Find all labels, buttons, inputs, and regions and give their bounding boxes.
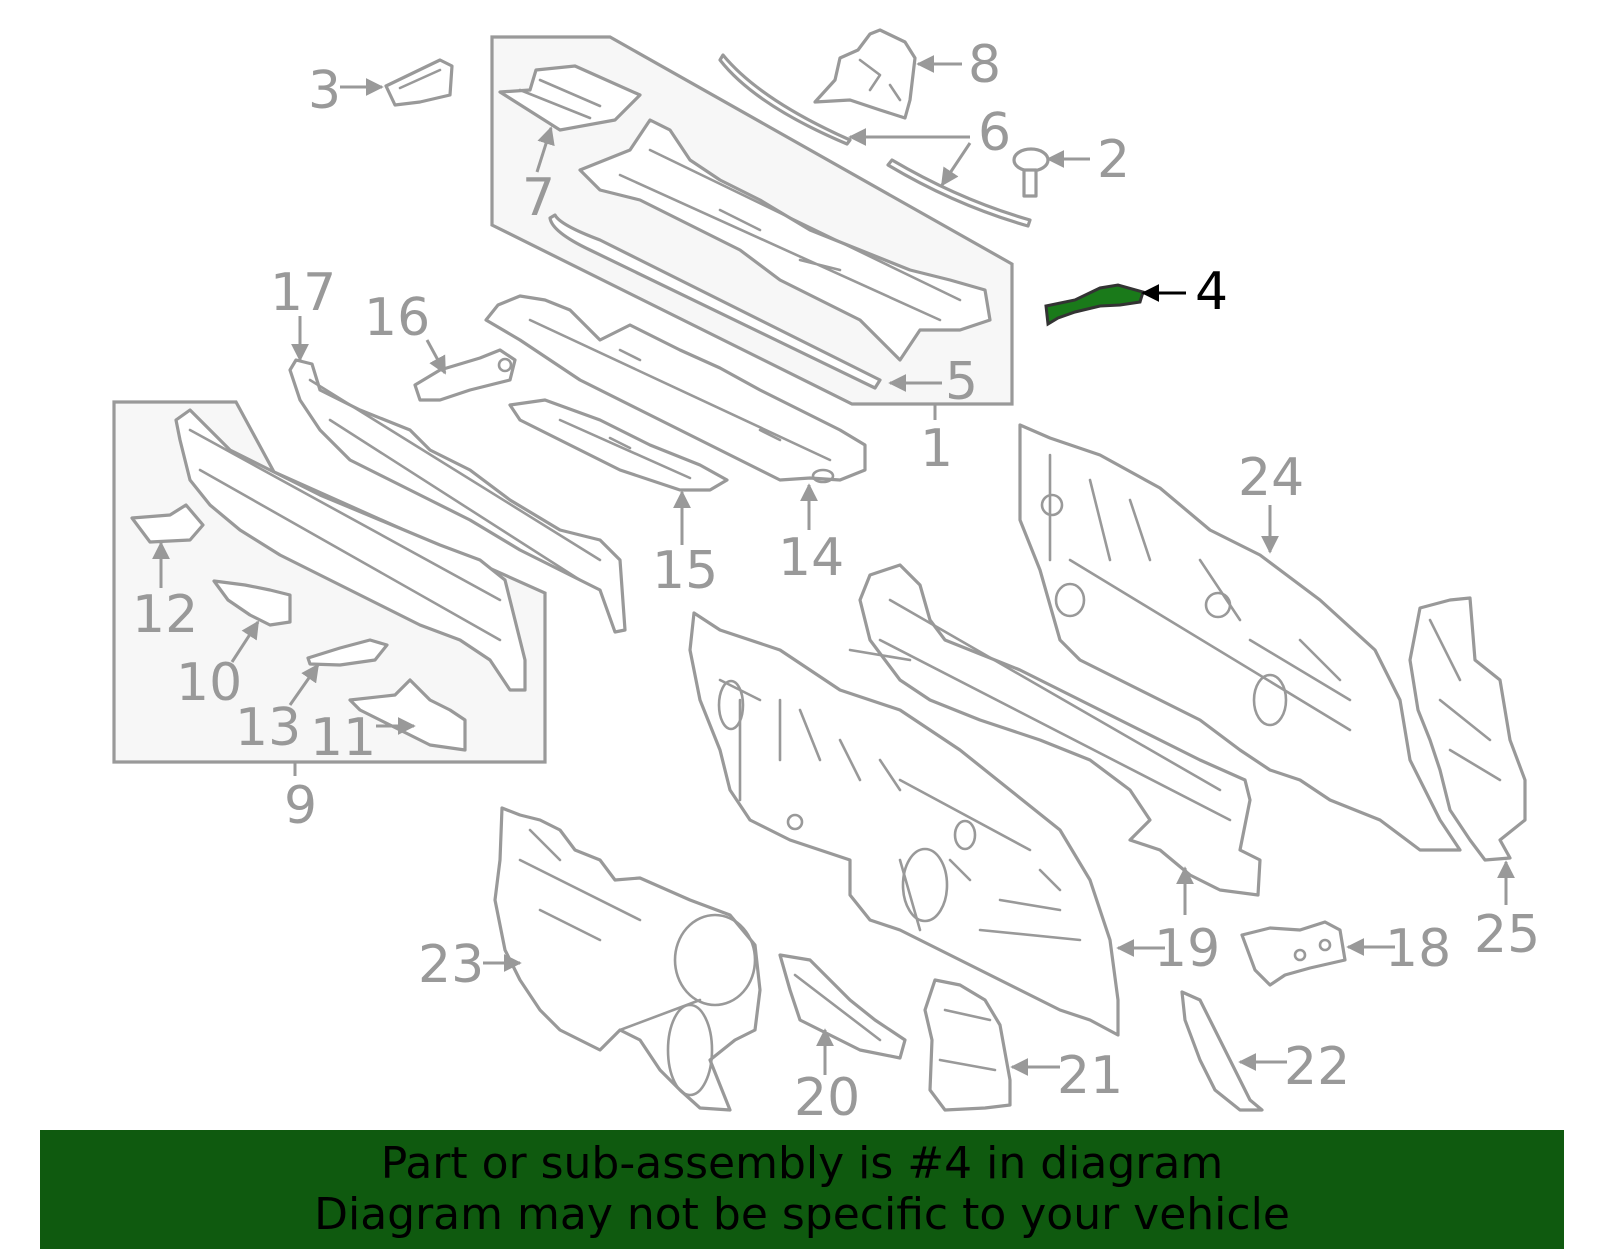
callout-18: 18 (1385, 919, 1451, 979)
callout-4: 4 (1195, 262, 1228, 322)
callout-13: 13 (235, 698, 301, 758)
callout-11: 11 (310, 708, 376, 768)
callout-9: 9 (284, 776, 317, 836)
part-19[interactable] (688, 611, 1120, 1037)
callout-16: 16 (364, 288, 430, 348)
callout-17: 17 (270, 263, 336, 323)
part-18[interactable] (1240, 920, 1347, 987)
callout-12: 12 (132, 585, 198, 645)
part-23[interactable] (493, 806, 762, 1112)
callout-14: 14 (778, 528, 844, 588)
part-25[interactable] (1408, 596, 1527, 862)
part-5[interactable] (548, 118, 992, 390)
leader-6b (940, 142, 972, 187)
callout-22: 22 (1284, 1037, 1350, 1097)
banner-line-2: Diagram may not be specific to your vehi… (314, 1189, 1290, 1240)
part-12[interactable] (130, 503, 205, 544)
callout-6: 6 (978, 103, 1011, 163)
part-17[interactable] (288, 358, 627, 634)
callout-1: 1 (920, 419, 953, 479)
callout-8: 8 (968, 35, 1001, 95)
part-21[interactable] (923, 978, 1012, 1112)
callout-25: 25 (1474, 905, 1540, 965)
part-7[interactable] (498, 64, 642, 132)
callout-7: 7 (522, 168, 555, 228)
part-16[interactable] (413, 348, 517, 402)
part-20[interactable] (778, 953, 907, 1060)
leader-13 (288, 663, 320, 706)
part-10[interactable] (212, 579, 292, 627)
part-6[interactable] (718, 53, 1032, 228)
part-22[interactable] (1180, 990, 1264, 1112)
part-2[interactable] (1012, 147, 1050, 198)
part-8[interactable] (813, 28, 917, 120)
info-banner: Part or sub-assembly is #4 in diagram Di… (40, 1130, 1564, 1249)
callout-5: 5 (945, 352, 978, 412)
leader-16 (425, 339, 447, 375)
callout-15: 15 (652, 541, 718, 601)
callout-21: 21 (1057, 1046, 1123, 1106)
leader-7 (535, 126, 555, 173)
leader-10 (230, 620, 260, 663)
part-3[interactable] (384, 58, 454, 107)
part-14[interactable] (484, 294, 867, 484)
callout-19: 19 (1154, 919, 1220, 979)
part-24[interactable] (1018, 423, 1462, 852)
callout-10: 10 (176, 653, 242, 713)
callout-23: 23 (418, 935, 484, 995)
part-15[interactable] (508, 398, 729, 492)
part-9-rail[interactable] (174, 408, 527, 692)
callout-2: 2 (1097, 130, 1130, 190)
part-4[interactable] (1044, 283, 1145, 327)
callout-24: 24 (1238, 448, 1304, 508)
banner-line-1: Part or sub-assembly is #4 in diagram (380, 1138, 1224, 1189)
part-19-member[interactable] (848, 563, 1262, 897)
callout-20: 20 (794, 1068, 860, 1128)
callout-3: 3 (308, 61, 341, 121)
part-11[interactable] (348, 678, 467, 752)
